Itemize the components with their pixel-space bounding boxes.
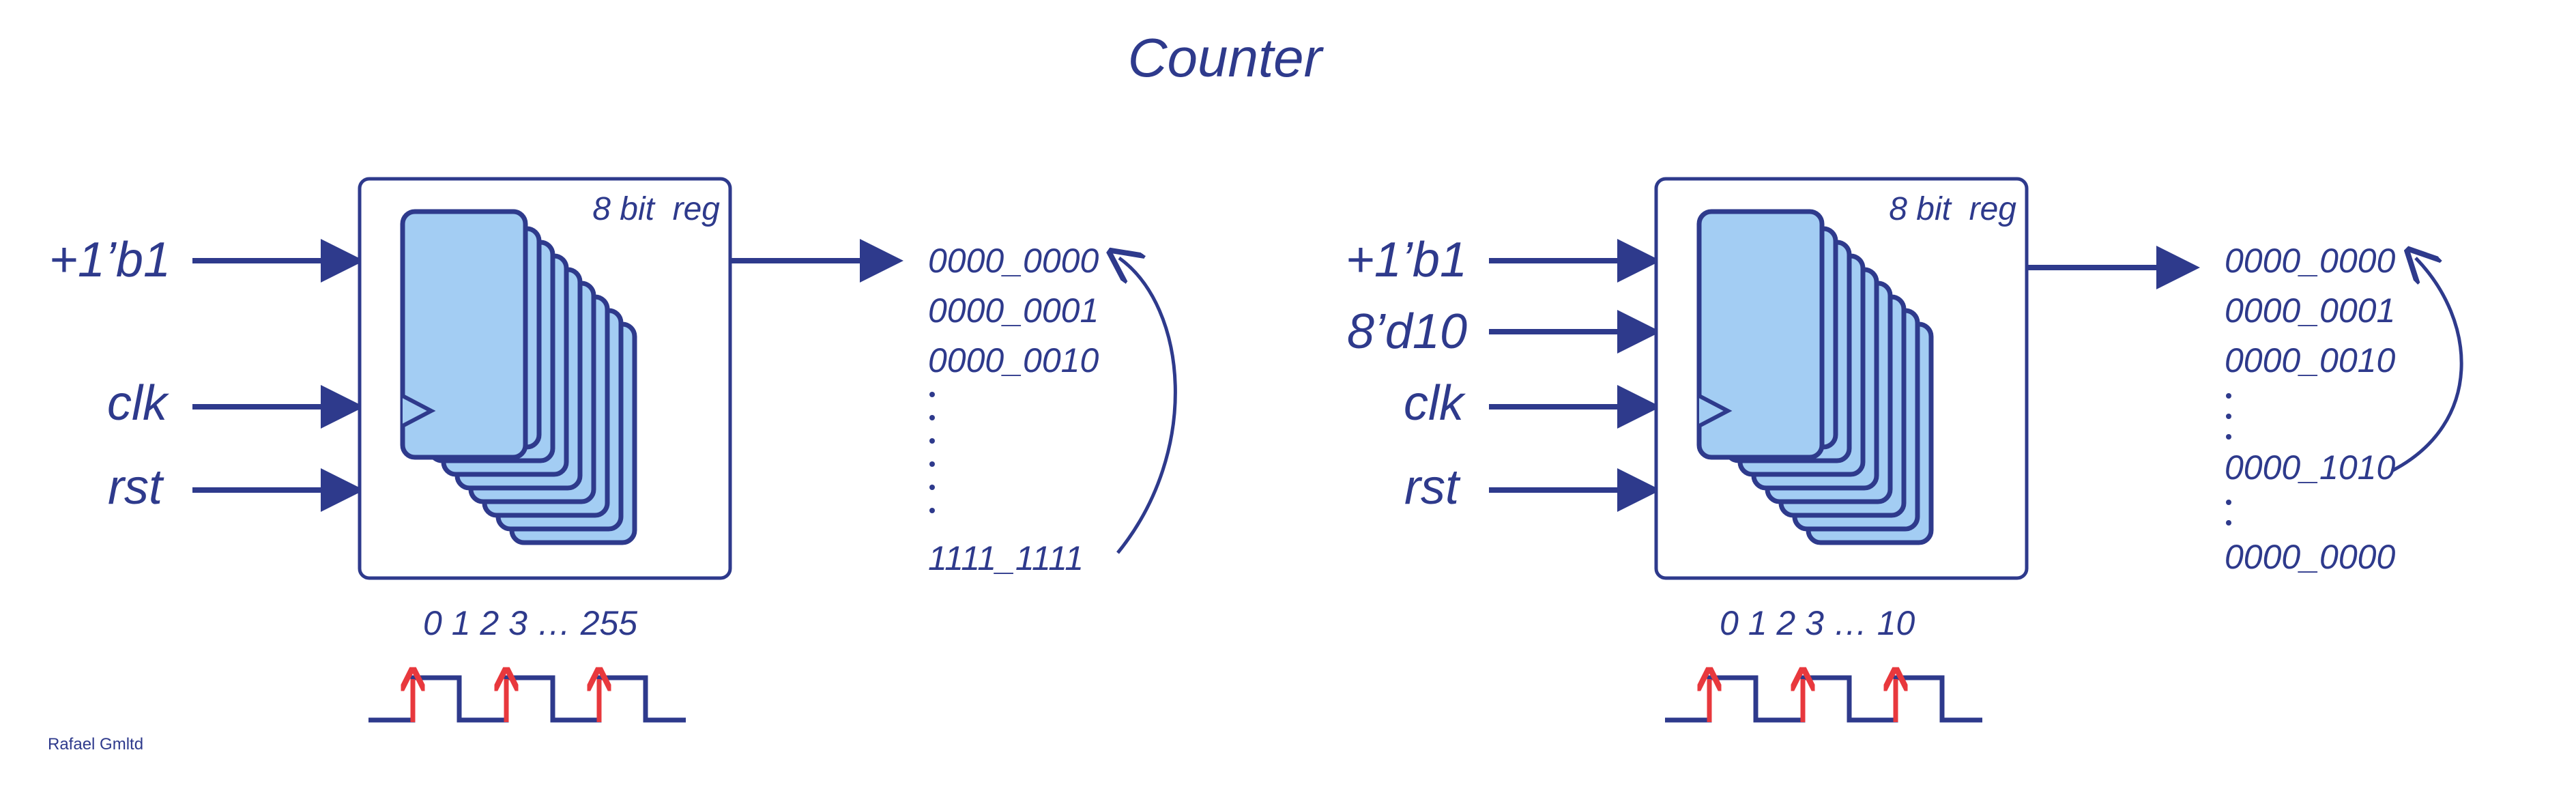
ellipsis-dot [2226,393,2231,399]
output-value: 0000_0001 [928,291,1099,330]
input-label-clk: clk [107,376,170,431]
output-value: 0000_0000 [2225,242,2395,280]
input-label-clk: clk [1404,376,1466,431]
wrap-around-arrow [2390,258,2463,473]
ellipsis-dot [929,392,935,397]
input-label-rst: rst [108,460,164,515]
input-label-max: 8’d10 [1347,304,1467,359]
ellipsis-dot [2226,434,2231,440]
wrap-around-arrow [1118,258,1177,554]
clock-waveform [368,678,686,723]
ellipsis-dot [929,438,935,444]
output-value: 0000_0001 [2225,291,2395,330]
output-value: 1111_1111 [928,539,1084,577]
ellipsis-dot [929,415,935,420]
output-value: 0000_0010 [2225,341,2395,379]
ellipsis-dot [929,461,935,467]
input-label-increment: +1’b1 [49,233,171,287]
clock-waveform [1665,678,1982,723]
output-value: 0000_1010 [2225,448,2395,487]
output-value: 0000_0000 [928,242,1099,280]
output-value: 0000_0000 [2225,538,2395,576]
counter-right: +1’b1 8’d10 clk rst 8 bit reg 0000_0000 … [1346,177,2463,723]
count-sequence-label: 0 1 2 3 … 255 [423,604,637,642]
page-title: Counter [1128,27,1325,88]
count-sequence-label: 0 1 2 3 … 10 [1720,604,1915,642]
ellipsis-dot [929,508,935,513]
input-label-rst: rst [1404,460,1461,515]
ellipsis-dot [929,485,935,490]
counter-left: +1’b1 clk rst 8 bit reg 0000_0000 0000_0… [49,177,1177,723]
author-credit: Rafael Gmltd [48,735,143,753]
ellipsis-dot [2226,500,2231,505]
input-label-increment: +1’b1 [1346,233,1467,287]
register-label: 8 bit reg [1889,191,2016,227]
register-label: 8 bit reg [592,191,720,227]
ellipsis-dot [2226,520,2231,526]
ellipsis-dot [2226,414,2231,419]
output-value: 0000_0010 [928,341,1099,379]
